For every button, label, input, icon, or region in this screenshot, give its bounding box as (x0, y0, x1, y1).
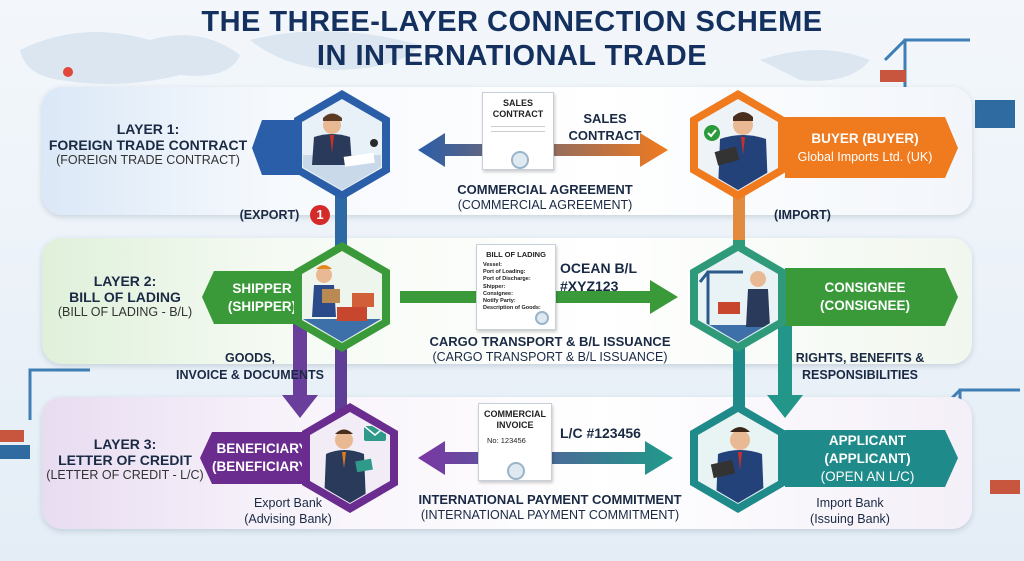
import-label: (IMPORT) (774, 208, 831, 222)
layer2-sub: (BILL OF LADING - B/L) (57, 305, 193, 319)
layer2-heading2: BILL OF LADING (69, 289, 181, 305)
buyer-tag-shape (785, 117, 958, 178)
page-title-line2: IN INTERNATIONAL TRADE (316, 40, 708, 72)
layer1-label: LAYER 1: FOREIGN TRADE CONTRACT (FOREIGN… (48, 121, 248, 167)
import-bank-label: Import Bank (816, 496, 884, 510)
buyer-tag: BUYER (BUYER) Global Imports Ltd. (UK) (785, 117, 945, 178)
layer1-arrow-label: SALES CONTRACT (568, 111, 642, 143)
businessman-signing-icon (294, 90, 390, 200)
layer2-heading1: LAYER 2: (93, 273, 157, 289)
invoice-doc-title: COMMERCIAL INVOICE (484, 409, 546, 430)
applicant-sub: (OPEN AN L/C) (820, 468, 915, 484)
bol-field: Notify Party: (483, 298, 516, 305)
sales-contract-doc-title: SALES CONTRACT (492, 98, 544, 119)
layer2-label: LAYER 2: BILL OF LADING (BILL OF LADING … (45, 273, 205, 319)
bol-field: Description of Goods: (483, 305, 541, 312)
consignee-tag-shape (785, 268, 958, 326)
page-title-line1: THE THREE-LAYER CONNECTION SCHEME (201, 6, 823, 38)
layer3-center-label: INTERNATIONAL PAYMENT COMMITMENT (418, 492, 682, 507)
goods-invoice-label: GOODS, INVOICE & DOCUMENTS (176, 351, 324, 382)
shipper-tag-shape (202, 271, 318, 324)
layer3-arrow-label: L/C #123456 (560, 425, 641, 441)
beneficiary-sub: (BENEFICIARY) (212, 459, 312, 474)
bol-field: Port of Discharge: (483, 276, 531, 283)
consignee-sub: (CONSIGNEE) (819, 298, 910, 313)
layer3-sub: (LETTER OF CREDIT - L/C) (46, 468, 204, 482)
shipper-title: SHIPPER (232, 280, 292, 296)
layer3-heading1: LAYER 3: (93, 436, 157, 452)
invoice-doc-number: No: 123456 (487, 436, 526, 445)
layer3-center-sub: (INTERNATIONAL PAYMENT COMMITMENT) (420, 508, 680, 522)
doc-seal-icon (535, 311, 549, 325)
buyer-name: Global Imports Ltd. (UK) (797, 149, 933, 164)
buyer-title: BUYER (BUYER) (811, 130, 919, 146)
bol-doc-title: BILL OF LADING (486, 250, 546, 259)
layer1-sub: (FOREIGN TRADE CONTRACT) (56, 153, 240, 167)
applicant-tag: APPLICANT (APPLICANT) (OPEN AN L/C) (785, 430, 950, 487)
rights-label: RIGHTS, BENEFITS & RESPONSIBILITIES (795, 351, 925, 382)
shipper-sub: (SHIPPER) (227, 298, 297, 314)
commercial-invoice-document: COMMERCIAL INVOICE No: 123456 (478, 403, 552, 481)
layer1-heading2: FOREIGN TRADE CONTRACT (48, 137, 248, 153)
rights-down-arrow (767, 312, 803, 418)
goods-down-arrow (282, 320, 318, 418)
beneficiary-title: BENEFICIARY (216, 441, 308, 456)
bol-field: Vessel: (483, 262, 502, 268)
applicant-title: APPLICANT (APPLICANT) (824, 432, 911, 466)
import-bank-sub: (Issuing Bank) (810, 512, 890, 526)
bol-field: Shipper: (483, 283, 506, 290)
layer1-heading1: LAYER 1: (116, 121, 180, 137)
bol-doc-fields: Vessel:Port of Loading:Port of Discharge… (483, 262, 555, 312)
doc-seal-icon (511, 151, 529, 169)
port-crane-icon (690, 242, 786, 352)
worker-boxes-icon (294, 242, 390, 352)
layer2-center-sub: (CARGO TRANSPORT & B/L ISSUANCE) (432, 350, 668, 364)
shipper-tag: SHIPPER (SHIPPER) (214, 271, 310, 324)
applicant-tag-shape (785, 430, 958, 487)
layer1-center-label: COMMERCIAL AGREEMENT (457, 182, 633, 197)
export-bank-sub: (Advising Bank) (244, 512, 332, 526)
doc-seal-icon (507, 462, 525, 480)
export-bank-label: Export Bank (253, 496, 323, 510)
layer1-center-sub: (COMMERCIAL AGREEMENT) (457, 198, 633, 212)
sales-contract-document: SALES CONTRACT (482, 92, 554, 170)
consignee-title: CONSIGNEE (824, 280, 906, 295)
bol-field: Port of Loading: (483, 269, 526, 276)
layer2-arrow-label: OCEAN B/L #XYZ123 (560, 260, 637, 294)
layer2-center-label: CARGO TRANSPORT & B/L ISSUANCE (429, 334, 671, 349)
layer3-label: LAYER 3: LETTER OF CREDIT (LETTER OF CRE… (45, 436, 205, 482)
export-number-badge: 1 (310, 205, 330, 225)
banker-tablet-icon (690, 403, 786, 513)
export-label: (EXPORT) (239, 208, 300, 222)
buyer-tablet-icon (690, 90, 786, 200)
bol-field: Consignee: (483, 290, 513, 297)
layer3-heading2: LETTER OF CREDIT (58, 452, 192, 468)
bill-of-lading-document: BILL OF LADING Vessel:Port of Loading:Po… (476, 244, 556, 330)
beneficiary-tag-shape (200, 432, 318, 484)
consignee-tag: CONSIGNEE (CONSIGNEE) (785, 268, 945, 326)
banker-email-icon (302, 403, 398, 513)
beneficiary-tag: BENEFICIARY (BENEFICIARY) (212, 432, 312, 484)
